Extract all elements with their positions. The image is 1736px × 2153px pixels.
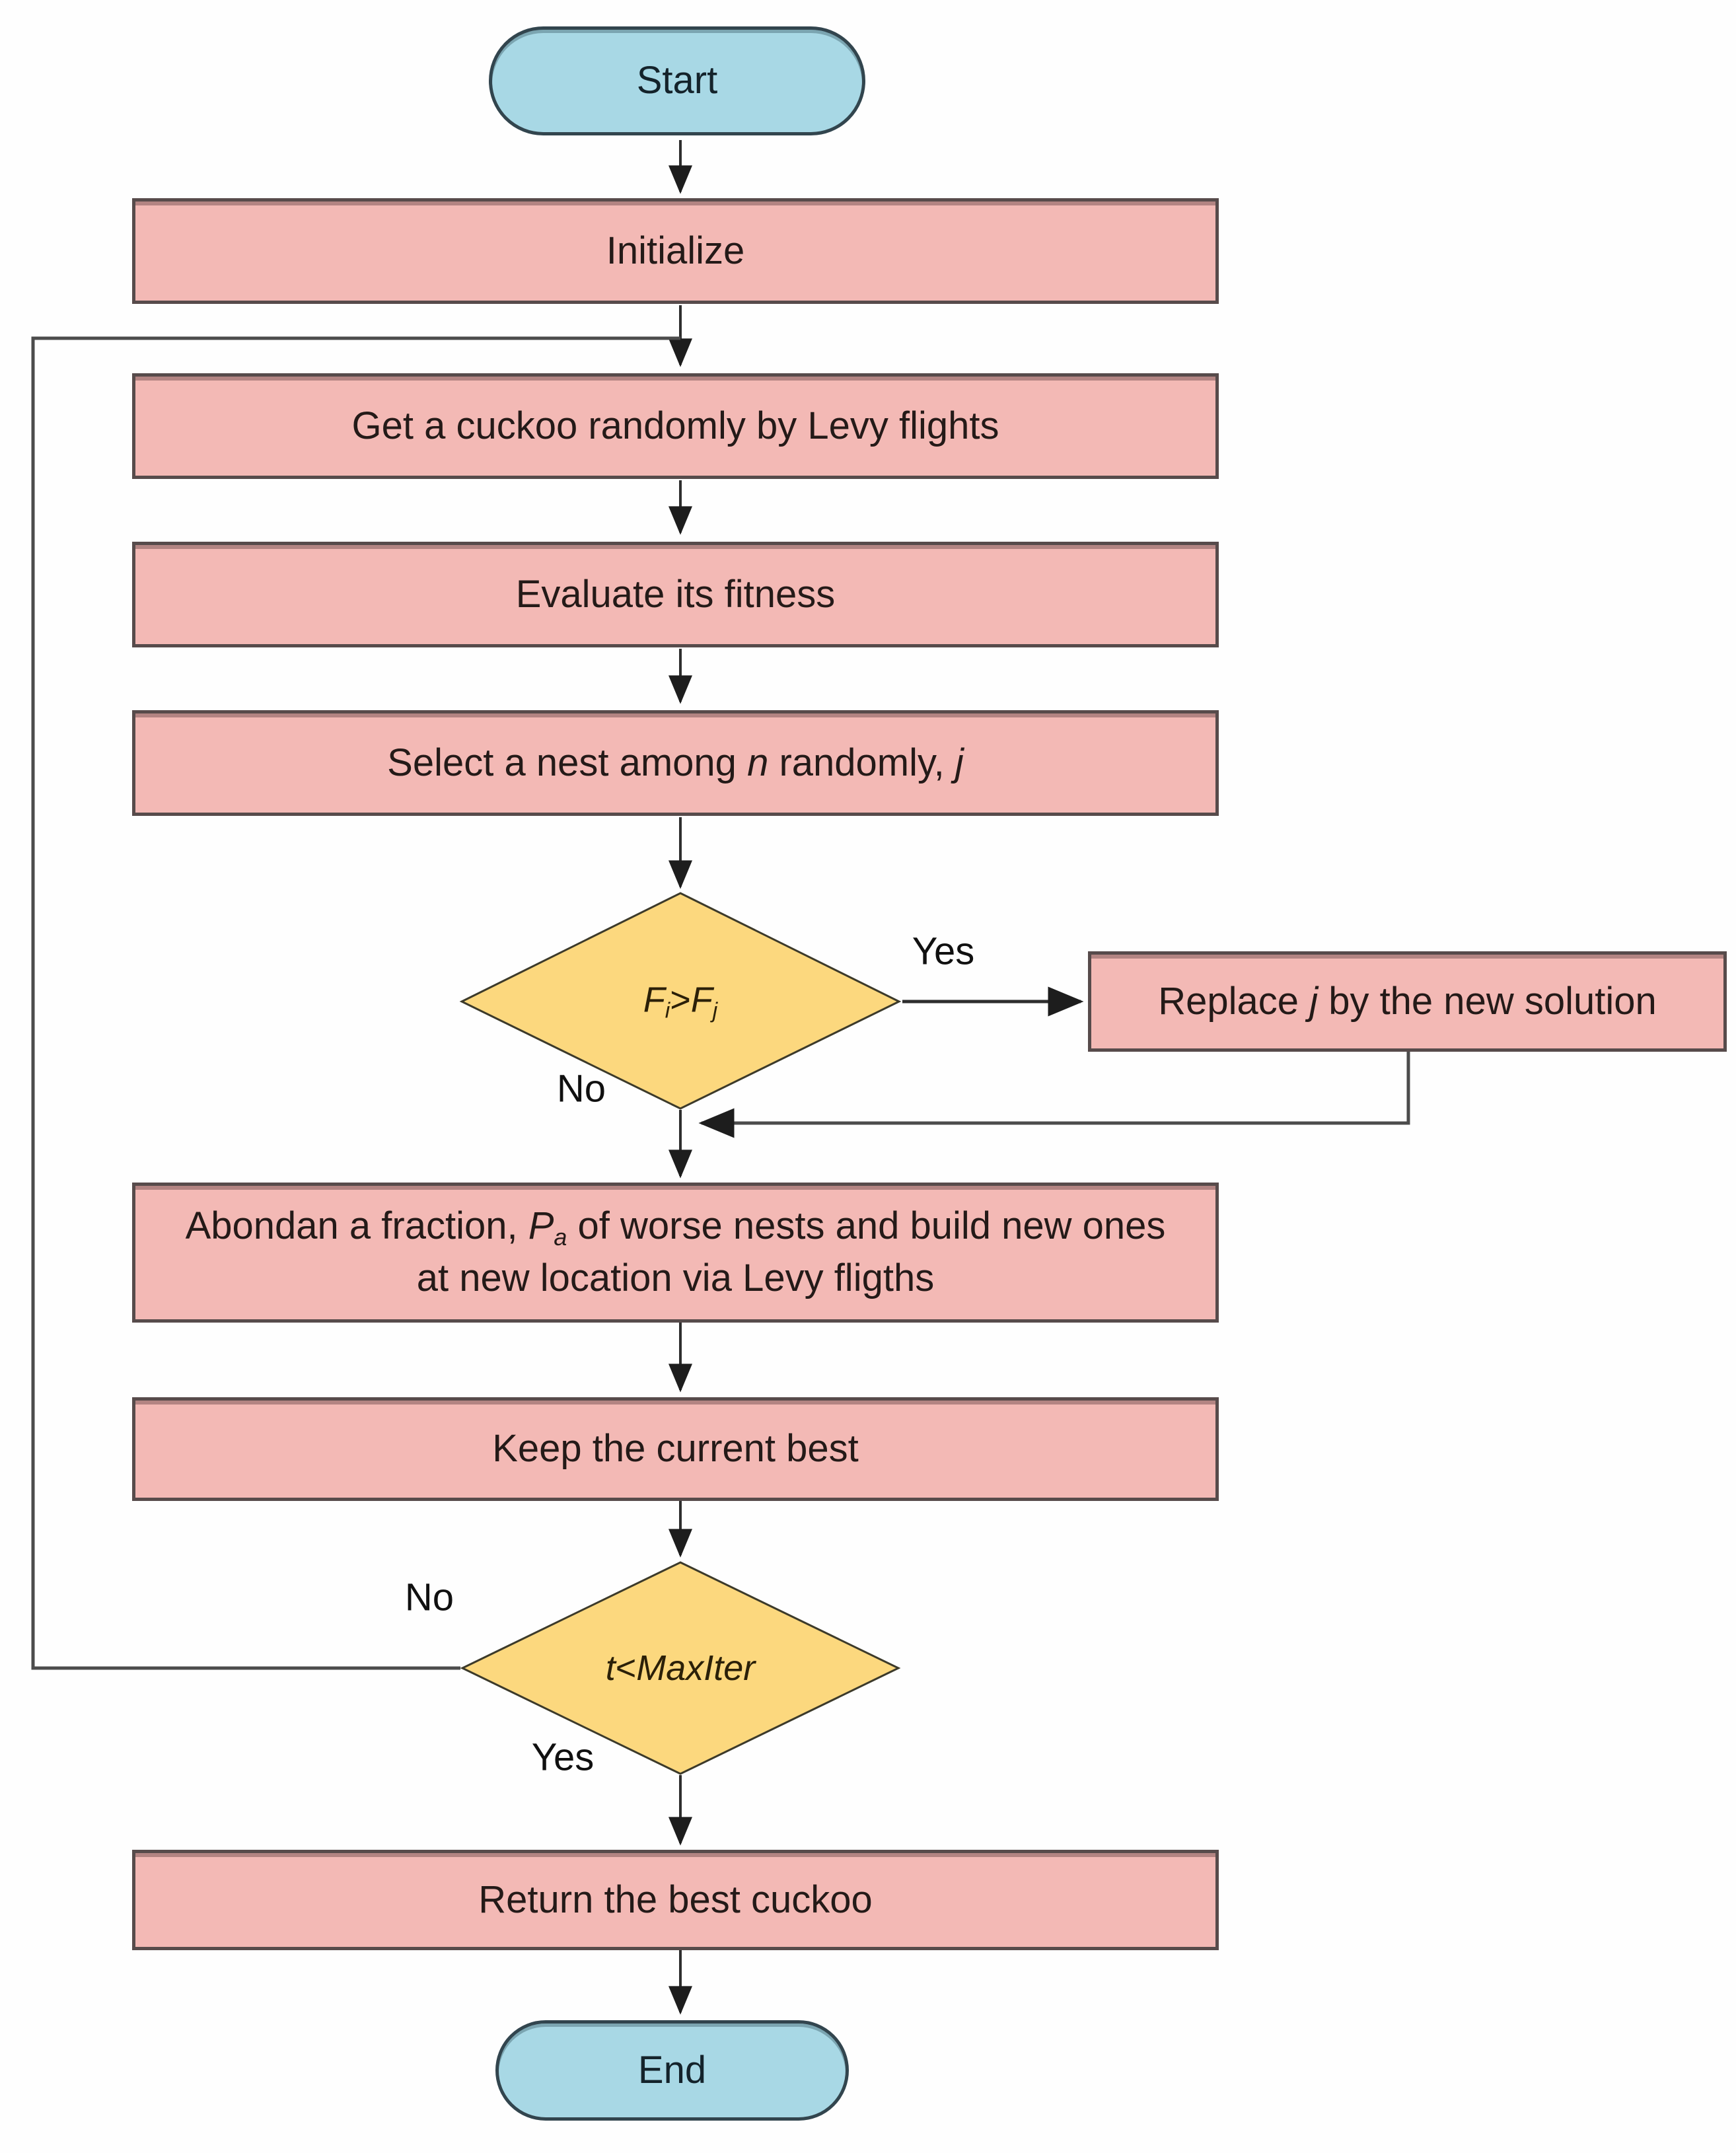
node-initialize-label: Initialize bbox=[606, 229, 745, 272]
edge-replace-return bbox=[698, 1052, 1410, 1138]
decision-maxiter-label: t<MaxIter bbox=[605, 1648, 756, 1688]
label-maxiter-no: No bbox=[404, 1576, 454, 1619]
node-select-nest: Select a nest among n randomly, j bbox=[132, 710, 1219, 816]
node-keep-best-label: Keep the current best bbox=[492, 1427, 859, 1471]
node-initialize: Initialize bbox=[132, 198, 1219, 304]
node-get-cuckoo: Get a cuckoo randomly by Levy flights bbox=[132, 373, 1219, 479]
node-replace-solution-label: Replace j by the new solution bbox=[1158, 979, 1657, 1023]
node-select-nest-label: Select a nest among n randomly, j bbox=[387, 741, 964, 784]
label-maxiter-yes: Yes bbox=[531, 1735, 595, 1779]
node-start: Start bbox=[489, 26, 865, 135]
node-end-label: End bbox=[637, 2048, 707, 2092]
decision-maxiter-diamond bbox=[460, 1561, 901, 1775]
node-evaluate-fitness: Evaluate its fitness bbox=[132, 542, 1219, 647]
node-end: End bbox=[495, 2020, 849, 2121]
decision-fitness-label: Fi>Fj bbox=[643, 980, 718, 1023]
node-evaluate-fitness-label: Evaluate its fitness bbox=[515, 572, 836, 616]
edge-loop-back bbox=[31, 336, 680, 1670]
label-fitness-yes: Yes bbox=[912, 930, 975, 973]
node-start-label: Start bbox=[636, 59, 718, 102]
node-abandon-fraction-label: Abondan a fraction, Pa of worse nests an… bbox=[185, 1204, 1166, 1299]
node-abandon-fraction: Abondan a fraction, Pa of worse nests an… bbox=[132, 1183, 1219, 1323]
node-return-best: Return the best cuckoo bbox=[132, 1850, 1219, 1950]
node-get-cuckoo-label: Get a cuckoo randomly by Levy flights bbox=[351, 404, 999, 447]
node-keep-best: Keep the current best bbox=[132, 1397, 1219, 1501]
node-replace-solution: Replace j by the new solution bbox=[1088, 951, 1727, 1052]
node-return-best-label: Return the best cuckoo bbox=[478, 1878, 873, 1921]
label-fitness-no: No bbox=[556, 1067, 606, 1111]
decision-fitness-diamond bbox=[459, 892, 902, 1110]
